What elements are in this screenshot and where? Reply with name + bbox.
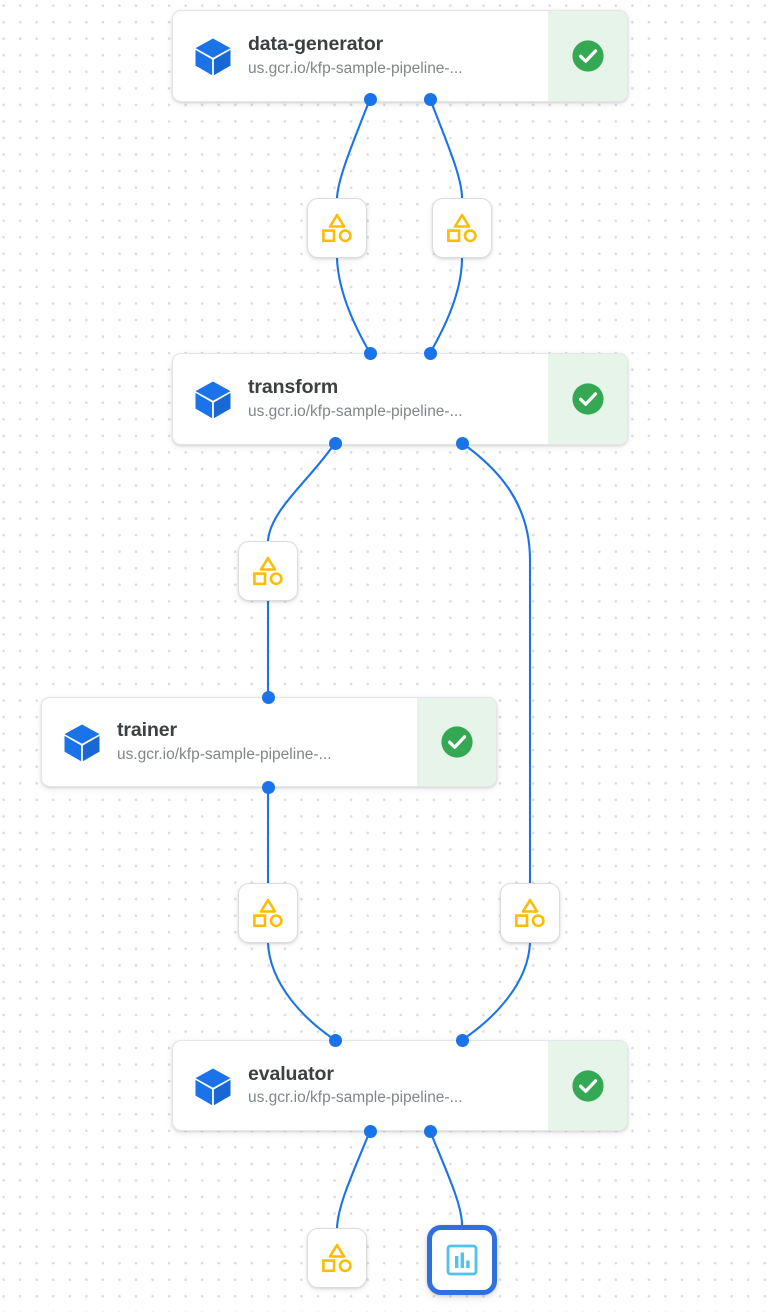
node-text-block: trainer us.gcr.io/kfp-sample-pipeline-..… [117, 719, 340, 765]
edge-art5-to-evaluator [461, 942, 532, 1041]
edge-dg-to-art2 [429, 98, 464, 199]
node-text-block: data-generator us.gcr.io/kfp-sample-pipe… [248, 33, 471, 79]
cube-icon [195, 38, 231, 76]
node-text-block: evaluator us.gcr.io/kfp-sample-pipeline-… [248, 1063, 471, 1109]
edge-dg-to-art1 [335, 98, 371, 199]
edge-art1-to-transform [335, 257, 371, 354]
port-evaluator-in-right[interactable] [455, 1033, 469, 1047]
port-data-generator-out-left[interactable] [363, 92, 377, 106]
check-circle-icon [571, 1069, 604, 1102]
artifact-node-6[interactable] [307, 1228, 367, 1288]
status-panel[interactable] [417, 698, 496, 786]
artifact-shapes-icon [322, 1243, 352, 1273]
check-circle-icon [571, 40, 604, 72]
node-trainer[interactable]: trainer us.gcr.io/kfp-sample-pipeline-..… [41, 697, 497, 787]
node-title: evaluator [248, 1062, 334, 1085]
cube-icon [64, 724, 100, 762]
edge-evaluator-to-art6 [335, 1130, 371, 1229]
node-body: transform us.gcr.io/kfp-sample-pipeline-… [173, 354, 548, 444]
port-trainer-in[interactable] [261, 690, 275, 704]
port-transform-out-left[interactable] [328, 436, 342, 450]
status-panel[interactable] [548, 1041, 627, 1130]
bar-chart-metric-icon [446, 1244, 478, 1276]
node-title: data-generator [248, 33, 384, 56]
port-evaluator-out-right[interactable] [423, 1124, 437, 1138]
node-text-block: transform us.gcr.io/kfp-sample-pipeline-… [248, 376, 471, 422]
metric-node-1[interactable] [427, 1225, 497, 1295]
port-evaluator-out-left[interactable] [363, 1124, 377, 1138]
node-title: trainer [117, 719, 177, 742]
artifact-node-4[interactable] [238, 883, 298, 943]
node-body: data-generator us.gcr.io/kfp-sample-pipe… [173, 11, 548, 101]
artifact-node-2[interactable] [432, 198, 492, 258]
edge-art4-to-evaluator [266, 942, 336, 1041]
status-panel[interactable] [548, 11, 627, 101]
artifact-node-3[interactable] [238, 541, 298, 601]
port-transform-in-left[interactable] [363, 346, 377, 360]
node-body: evaluator us.gcr.io/kfp-sample-pipeline-… [173, 1041, 548, 1130]
port-transform-out-right[interactable] [455, 436, 469, 450]
artifact-shapes-icon [322, 213, 352, 243]
edge-evaluator-to-metric1 [429, 1130, 464, 1226]
port-evaluator-in-left[interactable] [328, 1033, 342, 1047]
node-body: trainer us.gcr.io/kfp-sample-pipeline-..… [42, 698, 417, 786]
port-transform-in-right[interactable] [423, 346, 437, 360]
node-subtitle: us.gcr.io/kfp-sample-pipeline-... [248, 59, 463, 77]
status-panel[interactable] [548, 354, 627, 444]
node-subtitle: us.gcr.io/kfp-sample-pipeline-... [248, 402, 463, 420]
artifact-node-5[interactable] [500, 883, 560, 943]
cube-icon [195, 1068, 231, 1105]
port-trainer-out[interactable] [261, 780, 275, 794]
edge-art2-to-transform [429, 257, 464, 354]
node-subtitle: us.gcr.io/kfp-sample-pipeline-... [117, 745, 332, 763]
node-subtitle: us.gcr.io/kfp-sample-pipeline-... [248, 1089, 463, 1107]
artifact-shapes-icon [253, 898, 283, 928]
edge-transform-to-art3 [266, 442, 336, 542]
check-circle-icon [440, 726, 473, 758]
edge-transform-to-art5 [461, 442, 532, 883]
artifact-shapes-icon [253, 556, 283, 586]
check-circle-icon [571, 383, 604, 415]
port-data-generator-out-right[interactable] [423, 92, 437, 106]
node-transform[interactable]: transform us.gcr.io/kfp-sample-pipeline-… [172, 353, 628, 445]
node-data-generator[interactable]: data-generator us.gcr.io/kfp-sample-pipe… [172, 10, 628, 102]
artifact-shapes-icon [447, 213, 477, 243]
cube-icon [195, 381, 231, 419]
node-evaluator[interactable]: evaluator us.gcr.io/kfp-sample-pipeline-… [172, 1040, 628, 1131]
artifact-node-1[interactable] [307, 198, 367, 258]
node-title: transform [248, 376, 339, 399]
artifact-shapes-icon [515, 898, 545, 928]
